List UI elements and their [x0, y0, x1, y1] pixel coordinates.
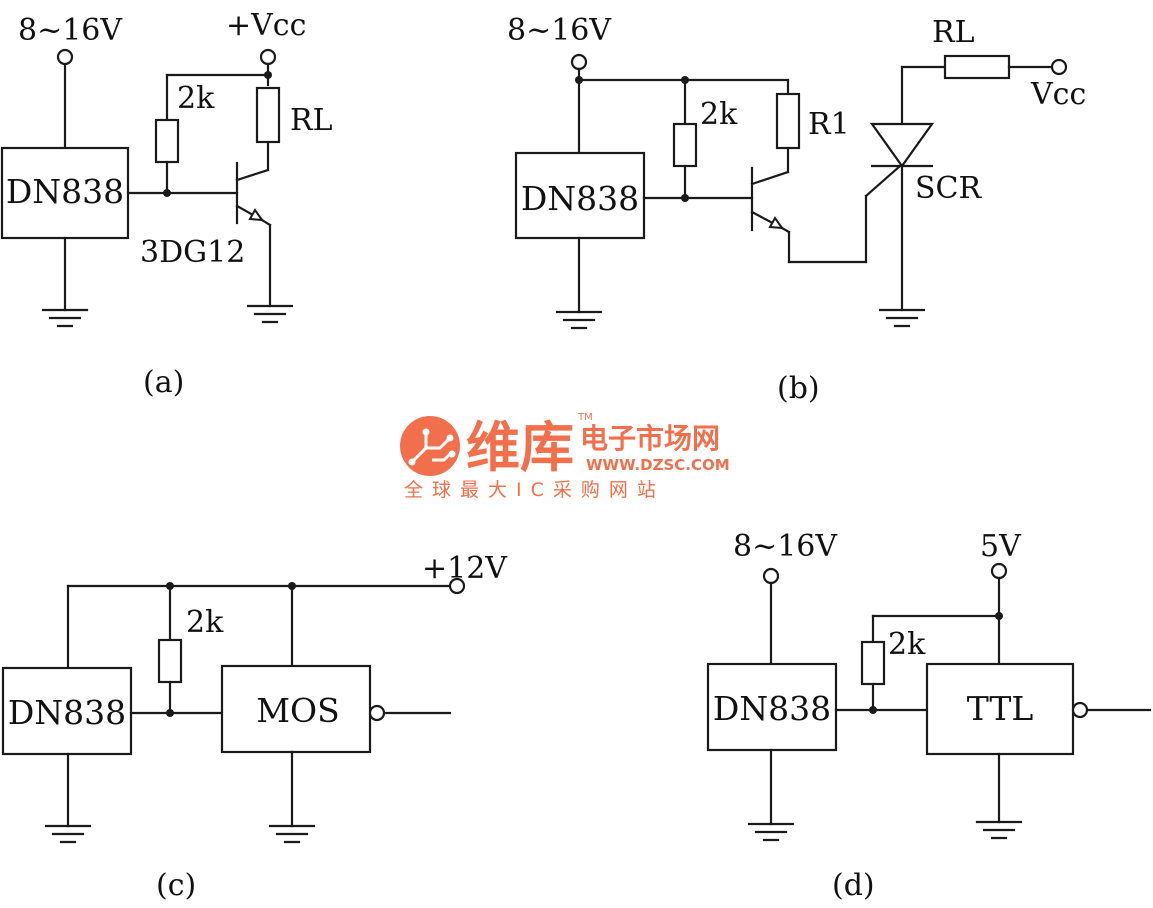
circuit-a: 8~16V DN838 +Vcc 2k RL 3D — [0, 8, 333, 400]
ic-block — [706, 662, 838, 752]
mos-gate — [220, 664, 372, 754]
watermark-brand: 维库 — [466, 416, 574, 479]
supply-terminal — [570, 53, 588, 71]
caption-d: (d) — [832, 868, 875, 903]
circuit-b: 8~16V DN838 2k R1 — [507, 13, 1086, 406]
ground-symbol — [555, 310, 603, 330]
ground-symbol — [44, 824, 92, 844]
ground-symbol — [975, 820, 1023, 840]
ttl-gate — [925, 662, 1075, 756]
pullup-resistor-label: 2k — [177, 81, 215, 116]
mos-gate-label: MOS — [256, 691, 339, 730]
pullup-resistor — [860, 640, 886, 686]
pullup-resistor-label: 2k — [186, 605, 224, 640]
supply-terminal — [56, 48, 74, 66]
vcc-label: Vcc — [1030, 77, 1086, 112]
caption-a: (a) — [143, 365, 184, 400]
circuit-d: 8~16V DN838 5V 2k TTL (d) — [706, 529, 1152, 903]
transistor-symbol — [235, 161, 272, 227]
collector-resistor-label: R1 — [808, 107, 850, 142]
watermark-slogan: 全球最大IC采购网站 — [404, 479, 665, 501]
inverter-bubble — [1071, 701, 1089, 719]
supply-label: +12V — [422, 551, 508, 586]
ground-symbol — [246, 304, 294, 324]
supply-label: 8~16V — [507, 13, 612, 48]
pullup-resistor — [672, 122, 698, 168]
ic-block — [1, 666, 133, 756]
caption-b: (b) — [777, 371, 820, 406]
ic-block — [514, 151, 646, 240]
scr-label: SCR — [915, 171, 983, 206]
supply-label: 8~16V — [18, 13, 123, 48]
watermark-logo-icon — [400, 416, 460, 476]
ic-label: DN838 — [6, 172, 124, 211]
ground-symbol — [41, 308, 89, 328]
vcc-label: +Vcc — [226, 8, 306, 43]
transistor-symbol — [750, 166, 791, 234]
circuit-c: +12V DN838 2k MOS (c) — [1, 551, 508, 903]
pullup-resistor-label: 2k — [700, 97, 738, 132]
logic-supply-terminal — [990, 562, 1008, 580]
ic-label: DN838 — [713, 689, 831, 728]
supply-terminal — [762, 567, 780, 585]
scr-symbol — [869, 122, 935, 168]
caption-c: (c) — [156, 868, 196, 903]
vcc-terminal — [1050, 58, 1068, 76]
watermark-tm: TM — [577, 412, 593, 423]
transistor-label: 3DG12 — [140, 235, 245, 270]
ttl-gate-label: TTL — [967, 689, 1034, 728]
logic-supply-label: 5V — [980, 529, 1022, 564]
pullup-resistor — [157, 638, 183, 684]
pullup-resistor — [154, 118, 180, 164]
load-resistor — [943, 54, 1011, 80]
ground-symbol — [747, 822, 795, 842]
supply-label: 8~16V — [733, 529, 838, 564]
vcc-terminal — [259, 48, 277, 66]
watermark-name: 电子市场网 — [580, 422, 720, 455]
pullup-resistor-label: 2k — [888, 627, 926, 662]
ground-symbol — [878, 308, 926, 328]
supply-terminal — [448, 577, 466, 595]
watermark: 维库 TM 电子市场网 WWW.DZSC.COM 全球最大IC采购网站 — [400, 412, 730, 501]
load-resistor-label: RL — [290, 103, 333, 138]
load-resistor — [255, 86, 281, 144]
watermark-url: WWW.DZSC.COM — [586, 456, 730, 474]
ic-label: DN838 — [521, 179, 639, 218]
inverter-bubble — [368, 704, 386, 722]
collector-resistor — [775, 92, 801, 150]
ic-label: DN838 — [8, 693, 126, 732]
load-resistor-label: RL — [932, 15, 975, 50]
ground-symbol — [268, 824, 316, 844]
